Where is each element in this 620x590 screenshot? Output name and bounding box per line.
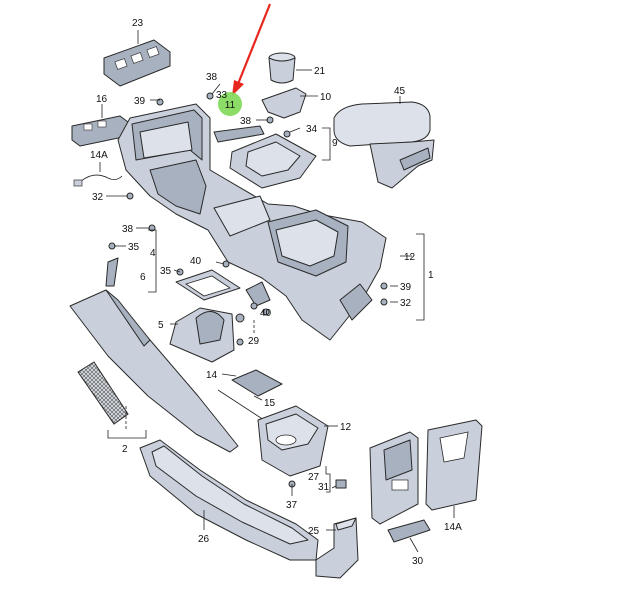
callout-38: 38 xyxy=(206,72,218,83)
part-30-socket xyxy=(387,519,431,543)
leader-lines xyxy=(106,83,455,553)
callout-45: 45 xyxy=(394,86,406,97)
callout-14: 14 xyxy=(206,370,218,381)
callout-29: 29 xyxy=(248,336,260,347)
part-45-armrest xyxy=(333,96,435,189)
callout-37: 37 xyxy=(286,500,298,511)
marker-label: 11 xyxy=(225,100,236,111)
callout-31: 31 xyxy=(318,482,330,493)
part-14-mat xyxy=(217,369,283,421)
callout-35: 35 xyxy=(128,242,140,253)
part-9-gear-surround xyxy=(213,125,317,189)
part-12-storage-bin xyxy=(257,405,329,477)
callout-33: 33 xyxy=(216,90,228,101)
part-23-switch-bezel xyxy=(103,30,171,87)
callout-34: 34 xyxy=(306,124,318,135)
callout-14a-top: 14A xyxy=(90,150,108,161)
callout-40b: 40 xyxy=(260,308,272,319)
part-21-cup-insert xyxy=(268,52,312,84)
callout-2: 2 xyxy=(122,444,128,455)
callout-40: 40 xyxy=(190,256,202,267)
callout-39b: 39 xyxy=(400,282,412,293)
callout-6: 6 xyxy=(140,272,146,283)
callout-32: 32 xyxy=(92,192,104,203)
callout-10: 10 xyxy=(320,92,332,103)
callout-4: 4 xyxy=(150,248,156,259)
callout-labels: 23 21 38 39 33 10 45 16 38 34 9 14A 32 3… xyxy=(90,18,462,567)
part-5-shifter-housing xyxy=(169,307,245,363)
callout-30: 30 xyxy=(412,556,424,567)
callout-27: 27 xyxy=(308,472,320,483)
part-1-center-console xyxy=(117,103,387,341)
green-marker xyxy=(218,92,242,116)
callout-5: 5 xyxy=(158,320,164,331)
part-25-duct-elbow xyxy=(315,517,359,579)
callout-38c: 38 xyxy=(122,224,134,235)
part-6-bracket-frame xyxy=(175,269,241,301)
callout-32b: 32 xyxy=(400,298,412,309)
part-14a-rear-trim xyxy=(425,419,483,511)
callout-12-lower: 12 xyxy=(340,422,352,433)
red-arrow xyxy=(236,3,272,85)
callout-14a-bottom: 14A xyxy=(444,522,462,533)
callout-12-upper: 12 xyxy=(404,252,416,263)
part-2-side-trim xyxy=(69,289,239,453)
callout-25: 25 xyxy=(308,526,320,537)
callout-38b: 38 xyxy=(240,116,252,127)
part-26-air-duct xyxy=(139,439,319,561)
callout-21: 21 xyxy=(314,66,326,77)
part-10-bracket xyxy=(261,87,318,119)
callout-15: 15 xyxy=(264,398,276,409)
part-27-rear-vent xyxy=(369,431,419,525)
callout-23: 23 xyxy=(132,18,144,29)
red-arrow-head xyxy=(232,80,244,96)
part-14a-cable xyxy=(73,162,123,187)
callout-39: 39 xyxy=(134,96,146,107)
callout-26: 26 xyxy=(198,534,210,545)
callout-1: 1 xyxy=(428,270,434,281)
highlight-annotation: 11 xyxy=(218,3,272,116)
callout-9: 9 xyxy=(332,138,338,149)
callout-35b: 35 xyxy=(160,266,172,277)
callout-16: 16 xyxy=(96,94,108,105)
fasteners xyxy=(105,92,388,496)
